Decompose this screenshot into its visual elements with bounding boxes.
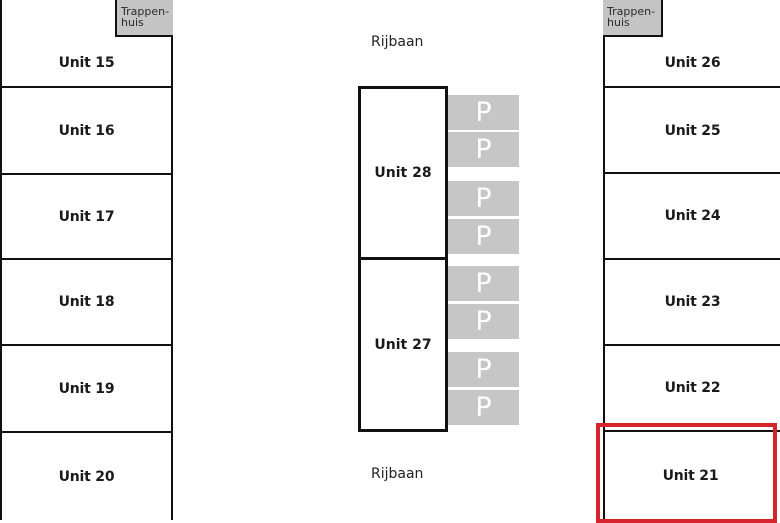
unit-label: Unit 25 <box>664 122 721 139</box>
parking-spot[interactable]: P <box>448 352 519 387</box>
stairwell-right: Trappen- huis <box>603 0 663 37</box>
divider <box>0 86 173 88</box>
unit-18[interactable]: Unit 18 <box>2 260 171 344</box>
divider <box>0 431 173 433</box>
unit-label: Unit 16 <box>58 123 115 139</box>
unit-19[interactable]: Unit 19 <box>2 346 171 431</box>
unit-21[interactable]: Unit 21 <box>605 432 776 520</box>
parking-spot[interactable]: P <box>448 181 519 216</box>
unit-label: Unit 23 <box>664 294 721 310</box>
parking-spot[interactable]: P <box>448 390 519 425</box>
selected-unit-highlight <box>596 423 777 523</box>
road-label-top: Rijbaan <box>371 34 424 50</box>
divider <box>603 172 780 174</box>
right-column-inner-wall <box>603 36 605 520</box>
divider <box>0 344 173 346</box>
unit-25[interactable]: Unit 25 <box>605 88 780 173</box>
unit-17[interactable]: Unit 17 <box>2 175 171 258</box>
unit-16[interactable]: Unit 16 <box>2 88 171 174</box>
divider <box>0 258 173 260</box>
unit-27[interactable]: Unit 27 <box>358 257 448 432</box>
unit-label: Unit 22 <box>664 380 721 396</box>
unit-label: Unit 27 <box>374 336 432 353</box>
unit-label: Unit 24 <box>664 208 721 224</box>
unit-label: Unit 18 <box>58 294 115 310</box>
unit-label: Unit 15 <box>58 54 115 71</box>
unit-label: Unit 26 <box>664 54 721 71</box>
road-label-bottom: Rijbaan <box>371 466 424 482</box>
unit-label: Unit 21 <box>662 468 719 484</box>
unit-20[interactable]: Unit 20 <box>2 433 171 520</box>
unit-label: Unit 20 <box>58 468 115 485</box>
unit-28[interactable]: Unit 28 <box>358 86 448 260</box>
left-column-inner-wall <box>171 36 173 520</box>
stairwell-left: Trappen- huis <box>115 0 173 37</box>
unit-26[interactable]: Unit 26 <box>605 38 780 87</box>
divider <box>0 173 173 175</box>
unit-24[interactable]: Unit 24 <box>605 174 780 258</box>
unit-label: Unit 28 <box>374 165 432 181</box>
parking-spot[interactable]: P <box>448 132 519 167</box>
divider <box>603 86 780 88</box>
unit-label: Unit 19 <box>58 380 115 397</box>
divider <box>603 344 780 346</box>
unit-23[interactable]: Unit 23 <box>605 260 780 344</box>
parking-spot[interactable]: P <box>448 304 519 339</box>
divider <box>603 430 780 432</box>
unit-label: Unit 17 <box>58 208 115 225</box>
parking-spot[interactable]: P <box>448 95 519 130</box>
left-wall <box>0 0 2 520</box>
unit-15[interactable]: Unit 15 <box>2 38 171 87</box>
unit-22[interactable]: Unit 22 <box>605 346 780 430</box>
parking-spot[interactable]: P <box>448 219 519 254</box>
divider <box>603 258 780 260</box>
parking-spot[interactable]: P <box>448 266 519 301</box>
